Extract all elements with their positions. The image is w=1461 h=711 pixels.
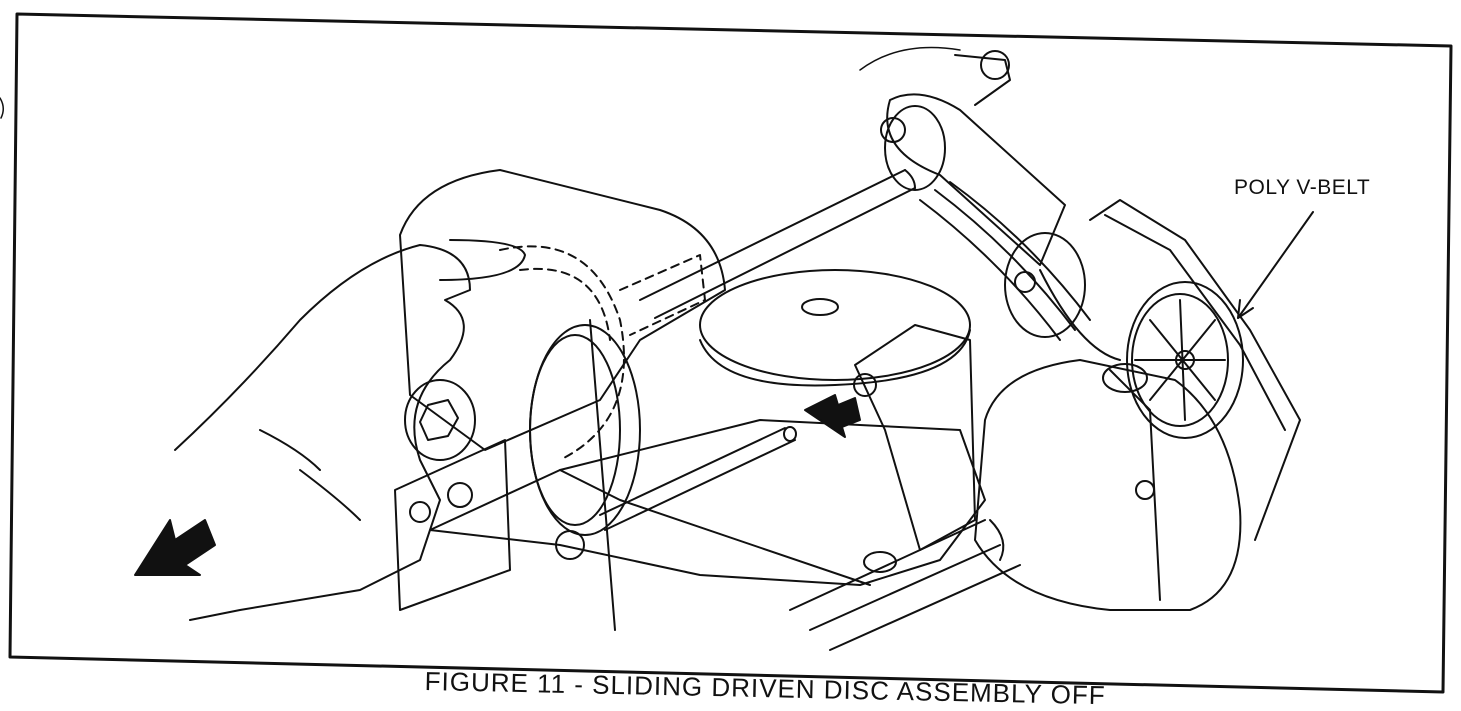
lock-nut (447, 482, 473, 508)
driven-disc (699, 269, 971, 381)
gear-housing (974, 359, 1242, 611)
belt-guard (1089, 199, 1301, 541)
side-plate (394, 439, 511, 611)
drive-pulley (1126, 281, 1244, 439)
lower-nut (555, 530, 585, 560)
support-bracket (854, 324, 976, 551)
arrow-left-down-icon (134, 519, 216, 576)
poly-v-belt-label: POLY V-BELT (1234, 176, 1371, 199)
hex-shaft (639, 169, 916, 319)
hex-shaft-end (404, 379, 476, 461)
callout-leader (1237, 211, 1314, 319)
base-plate (429, 419, 986, 586)
housing-cap (1102, 363, 1148, 393)
disc-center-hole (801, 298, 839, 316)
figure-border (8, 12, 1453, 694)
auger-tube (789, 519, 1021, 651)
poly-v-belt (919, 181, 1091, 341)
idler-pulley (1004, 232, 1086, 338)
hand-icon (174, 244, 471, 621)
lower-rod (599, 427, 796, 531)
arrow-small-icon (804, 394, 861, 438)
disc-assembly-housing (399, 169, 726, 451)
